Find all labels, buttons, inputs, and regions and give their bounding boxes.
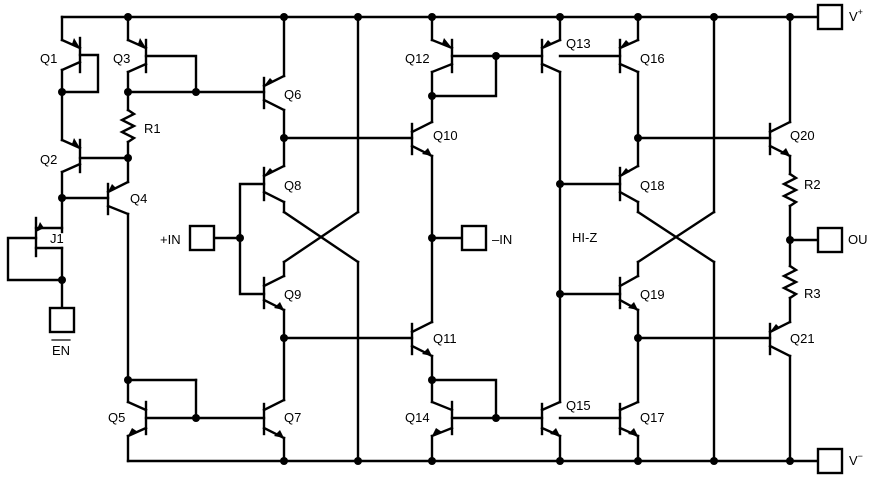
in-plus-pin <box>188 224 216 252</box>
label-q13: Q13 <box>566 36 591 51</box>
label-r1: R1 <box>144 121 161 136</box>
hiz-stage <box>540 15 622 463</box>
vminus-sup: − <box>858 451 863 461</box>
label-q17: Q17 <box>640 410 665 425</box>
pins <box>48 3 844 475</box>
vminus-text: V <box>849 453 858 468</box>
label-q11: Q11 <box>433 331 457 346</box>
label-in-plus: +IN <box>160 232 181 247</box>
q3-q6-mirror <box>106 15 414 382</box>
label-q5: Q5 <box>108 410 125 425</box>
in-minus-pin <box>460 224 488 252</box>
label-q20: Q20 <box>790 128 815 143</box>
label-en: EN <box>52 343 70 358</box>
output-stage <box>618 15 820 463</box>
label-q12: Q12 <box>405 51 430 66</box>
en-pin <box>48 306 76 334</box>
label-q8: Q8 <box>284 178 301 193</box>
label-vplus: V+ <box>849 7 863 24</box>
label-q1: Q1 <box>40 51 57 66</box>
label-q14: Q14 <box>405 410 430 425</box>
label-r2: R2 <box>804 177 821 192</box>
label-q18: Q18 <box>640 178 665 193</box>
label-q21: Q21 <box>790 331 815 346</box>
label-hiz: HI-Z <box>572 230 597 245</box>
label-q16: Q16 <box>640 51 665 66</box>
label-vminus: V− <box>849 451 863 468</box>
label-r3: R3 <box>804 286 821 301</box>
label-q4: Q4 <box>130 191 147 206</box>
label-q3: Q3 <box>113 51 130 66</box>
label-q2: Q2 <box>40 152 57 167</box>
label-q7: Q7 <box>284 410 301 425</box>
vplus-sup: + <box>858 7 863 17</box>
label-q15: Q15 <box>566 398 591 413</box>
q5-q7-mirror <box>126 378 286 463</box>
label-j1: J1 <box>50 231 64 246</box>
label-in-minus: –IN <box>492 232 512 247</box>
label-q19: Q19 <box>640 287 665 302</box>
emitter-arrows <box>36 38 790 438</box>
out-pin <box>816 226 844 254</box>
vminus-pin <box>816 447 844 475</box>
labels: Q1 Q2 Q3 Q4 Q5 Q6 Q7 Q8 Q9 Q10 Q11 Q12 Q… <box>40 7 868 468</box>
vplus-text: V <box>849 9 858 24</box>
label-q9: Q9 <box>284 287 301 302</box>
label-q6: Q6 <box>284 87 301 102</box>
label-out: OU <box>848 232 868 247</box>
supply-rails <box>60 15 820 463</box>
label-q10: Q10 <box>433 128 458 143</box>
bias-chain <box>6 15 130 310</box>
junction-dots <box>58 13 794 465</box>
vplus-pin <box>816 3 844 31</box>
